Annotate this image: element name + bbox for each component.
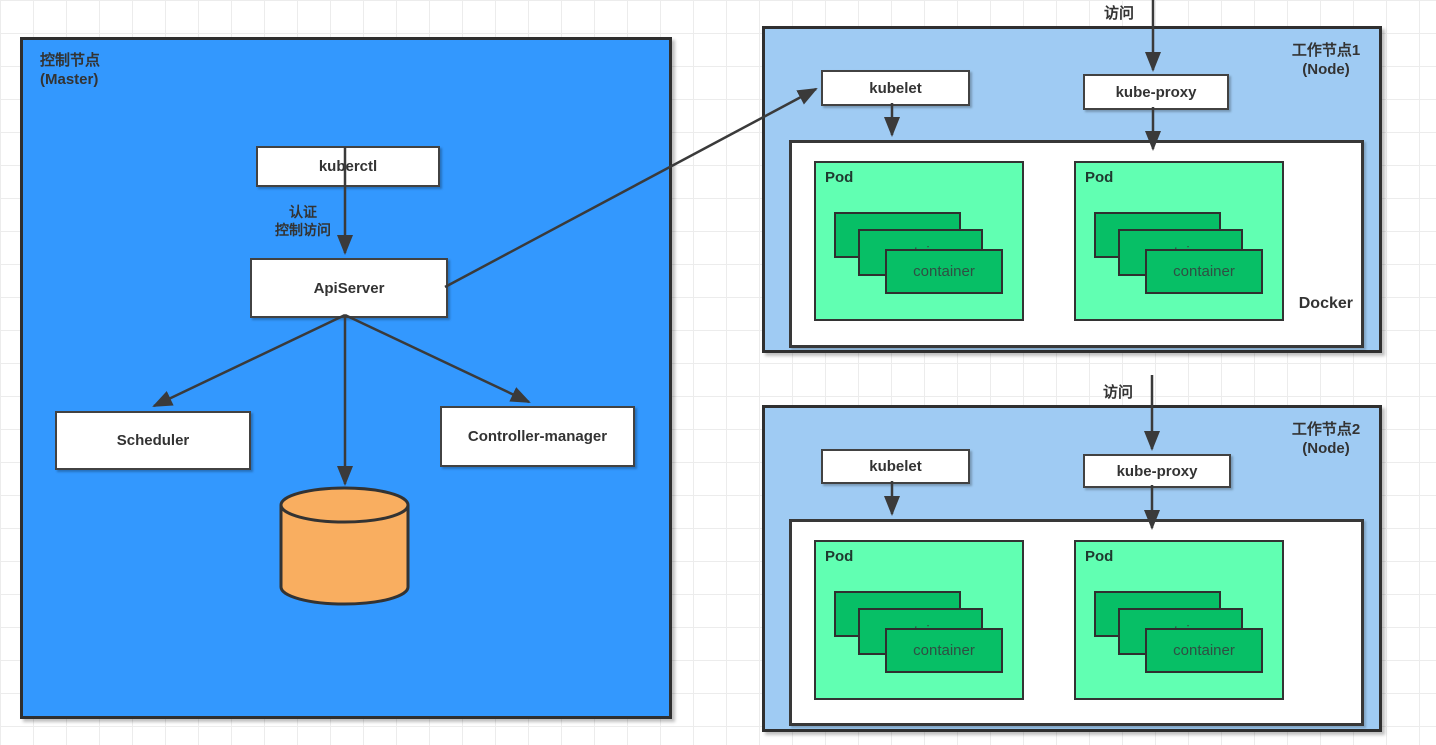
node1-kube-proxy-box: kube-proxy bbox=[1083, 74, 1229, 110]
container-box: container bbox=[1145, 628, 1263, 673]
master-title-line2: (Master) bbox=[40, 71, 99, 88]
scheduler-label: Scheduler bbox=[116, 432, 190, 449]
node1-kubelet-box: kubelet bbox=[821, 70, 970, 106]
apiserver-box: ApiServer bbox=[250, 258, 448, 318]
node1-kube-proxy-label: kube-proxy bbox=[1115, 83, 1197, 101]
container-box: container bbox=[885, 249, 1003, 294]
controller-manager-label: Controller-manager bbox=[467, 428, 608, 445]
container-label: container bbox=[913, 263, 975, 280]
apiserver-label: ApiServer bbox=[313, 279, 385, 297]
pod-label: Pod bbox=[1085, 548, 1114, 565]
node1-title: 工作节点1 (Node) bbox=[1270, 41, 1382, 79]
node2-kubelet-box: kubelet bbox=[821, 449, 970, 484]
pod-label: Pod bbox=[1085, 169, 1114, 186]
container-box: container bbox=[885, 628, 1003, 673]
master-title: 控制节点 (Master) bbox=[40, 51, 100, 89]
node2-pod-1: Pod container container container bbox=[814, 540, 1024, 700]
pod-label: Pod bbox=[825, 548, 854, 565]
node1-docker-box: Pod container container container Pod co… bbox=[789, 140, 1364, 348]
worker-node-1-box: 工作节点1 (Node) kubelet kube-proxy Pod cont… bbox=[762, 26, 1382, 353]
docker-label: Docker bbox=[1298, 295, 1353, 312]
node1-visit-label: 访问 bbox=[1104, 5, 1135, 22]
etcd-label: etcd bbox=[331, 559, 364, 576]
kuberctl-label: kuberctl bbox=[318, 158, 378, 175]
container-label: container bbox=[1173, 642, 1235, 659]
node2-kube-proxy-label: kube-proxy bbox=[1116, 462, 1198, 480]
node2-title-line2: (Node) bbox=[1302, 440, 1350, 457]
auth-label: 认证 控制访问 bbox=[243, 203, 363, 239]
scheduler-box: Scheduler bbox=[55, 411, 251, 470]
controller-manager-box: Controller-manager bbox=[440, 406, 635, 467]
node2-title-line1: 工作节点2 bbox=[1291, 421, 1361, 438]
node2-docker-box: Pod container container container Pod co… bbox=[789, 519, 1364, 726]
node1-pod-1: Pod container container container bbox=[814, 161, 1024, 321]
node2-pod-2: Pod container container container bbox=[1074, 540, 1284, 700]
node2-title: 工作节点2 (Node) bbox=[1270, 420, 1382, 458]
master-title-line1: 控制节点 bbox=[40, 52, 101, 69]
node1-pod-2: Pod container container container bbox=[1074, 161, 1284, 321]
container-box: container bbox=[1145, 249, 1263, 294]
node1-kubelet-label: kubelet bbox=[869, 79, 922, 97]
node1-title-line2: (Node) bbox=[1302, 61, 1350, 78]
pod-label: Pod bbox=[825, 169, 854, 186]
container-label: container bbox=[1173, 263, 1235, 280]
node2-visit-label: 访问 bbox=[1103, 384, 1134, 401]
kuberctl-box: kuberctl bbox=[256, 146, 440, 187]
auth-label-line2: 控制访问 bbox=[275, 222, 331, 238]
worker-node-2-box: 工作节点2 (Node) kubelet kube-proxy Pod cont… bbox=[762, 405, 1382, 732]
node2-kube-proxy-box: kube-proxy bbox=[1083, 454, 1231, 488]
node1-title-line1: 工作节点1 bbox=[1291, 42, 1361, 59]
container-label: container bbox=[913, 642, 975, 659]
auth-label-line1: 认证 bbox=[289, 204, 317, 220]
master-box: 控制节点 (Master) kuberctl 认证 控制访问 ApiServer… bbox=[20, 37, 672, 719]
node2-kubelet-label: kubelet bbox=[869, 458, 922, 475]
